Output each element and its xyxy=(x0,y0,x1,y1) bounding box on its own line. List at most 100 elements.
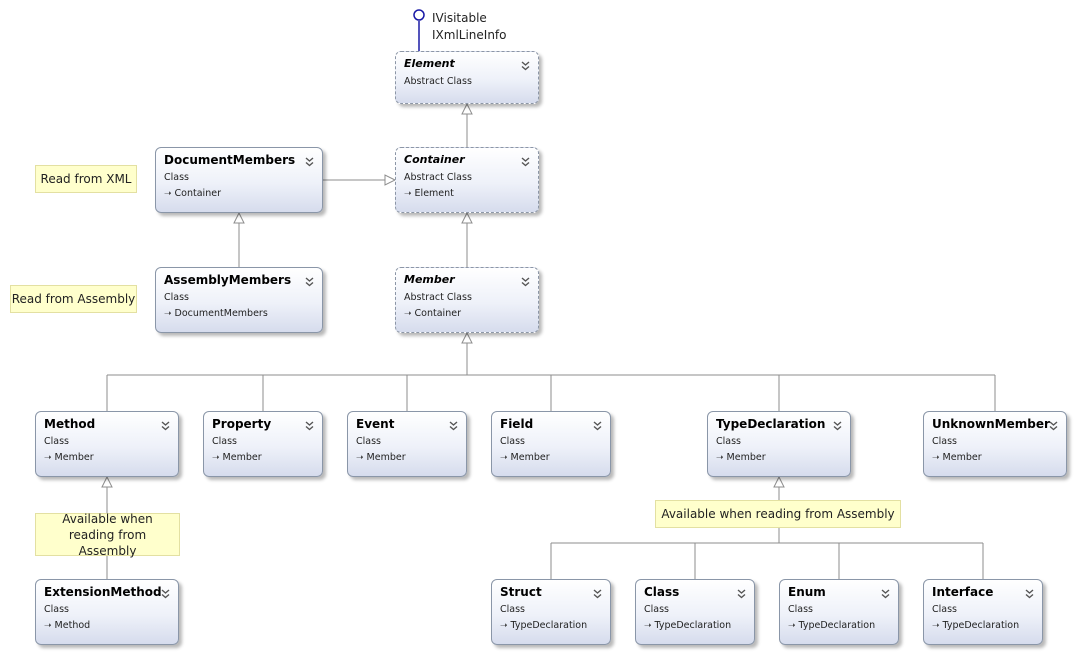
class-kind: Abstract Class xyxy=(404,292,472,303)
inherits-arrow-icon: ➝ xyxy=(404,189,412,199)
class-base: ➝Member xyxy=(500,452,550,463)
inheritance-arrowhead xyxy=(773,475,785,488)
base-class-name: TypeDeclaration xyxy=(654,620,732,631)
class-base: ➝TypeDeclaration xyxy=(500,620,587,631)
expand-chevron-icon[interactable] xyxy=(305,416,314,431)
inherits-arrow-icon: ➝ xyxy=(932,621,940,631)
class-base: ➝Member xyxy=(356,452,406,463)
class-name: Field xyxy=(500,417,534,431)
class-name: Event xyxy=(356,417,395,431)
inheritance-arrowhead xyxy=(461,102,473,115)
base-class-name: TypeDeclaration xyxy=(942,620,1020,631)
class-kind: Class xyxy=(164,292,189,303)
inheritance-arrowhead xyxy=(233,211,245,224)
class-kind: Class xyxy=(932,604,957,615)
base-class-name: DocumentMembers xyxy=(174,308,268,319)
base-class-name: Member xyxy=(366,452,406,463)
inherits-arrow-icon: ➝ xyxy=(404,309,412,319)
expand-chevron-icon[interactable] xyxy=(305,152,314,167)
base-class-name: Method xyxy=(54,620,91,631)
class-name: Member xyxy=(404,273,455,286)
base-class-name: Element xyxy=(414,188,454,199)
class-base: ➝TypeDeclaration xyxy=(644,620,731,631)
inherits-arrow-icon: ➝ xyxy=(164,189,172,199)
note-read-from-assembly: Read from Assembly xyxy=(10,285,137,313)
inheritance-arrowhead xyxy=(384,174,397,186)
class-kind: Class xyxy=(212,436,237,447)
base-class-name: Member xyxy=(510,452,550,463)
class-base: ➝TypeDeclaration xyxy=(788,620,875,631)
expand-chevron-icon[interactable] xyxy=(161,416,170,431)
base-class-name: Member xyxy=(726,452,766,463)
expand-chevron-icon[interactable] xyxy=(161,584,170,599)
expand-chevron-icon[interactable] xyxy=(881,584,890,599)
inherits-arrow-icon: ➝ xyxy=(212,453,220,463)
class-name: Element xyxy=(404,57,455,70)
inherits-arrow-icon: ➝ xyxy=(932,453,940,463)
note-method-availability: Available when reading from Assembly xyxy=(35,512,180,558)
expand-chevron-icon[interactable] xyxy=(1049,416,1058,431)
note-type-availability: Available when reading from Assembly xyxy=(655,500,901,528)
interface-lollipop-icon xyxy=(413,9,425,21)
class-kind: Class xyxy=(716,436,741,447)
inherits-arrow-icon: ➝ xyxy=(356,453,364,463)
expand-chevron-icon[interactable] xyxy=(593,416,602,431)
expand-chevron-icon[interactable] xyxy=(1025,584,1034,599)
class-kind: Abstract Class xyxy=(404,172,472,183)
inheritance-arrowhead xyxy=(101,475,113,488)
expand-chevron-icon[interactable] xyxy=(305,272,314,287)
inherits-arrow-icon: ➝ xyxy=(716,453,724,463)
inherits-arrow-icon: ➝ xyxy=(500,621,508,631)
class-base: ➝Member xyxy=(932,452,982,463)
class-base: ➝Element xyxy=(404,188,454,199)
class-kind: Class xyxy=(932,436,957,447)
interface-label-ixmllineinfo: IXmlLineInfo xyxy=(432,28,507,42)
expand-chevron-icon[interactable] xyxy=(521,152,530,167)
class-name: Interface xyxy=(932,585,994,599)
class-base: ➝TypeDeclaration xyxy=(932,620,1019,631)
class-base: ➝Container xyxy=(404,308,461,319)
inherits-arrow-icon: ➝ xyxy=(644,621,652,631)
class-kind: Abstract Class xyxy=(404,76,472,87)
expand-chevron-icon[interactable] xyxy=(521,272,530,287)
class-kind: Class xyxy=(164,172,189,183)
inherits-arrow-icon: ➝ xyxy=(500,453,508,463)
inherits-arrow-icon: ➝ xyxy=(164,309,172,319)
class-base: ➝DocumentMembers xyxy=(164,308,268,319)
expand-chevron-icon[interactable] xyxy=(593,584,602,599)
class-kind: Class xyxy=(356,436,381,447)
class-name: TypeDeclaration xyxy=(716,417,826,431)
expand-chevron-icon[interactable] xyxy=(737,584,746,599)
inherits-arrow-icon: ➝ xyxy=(44,621,52,631)
class-name: ExtensionMethod xyxy=(44,585,162,599)
expand-chevron-icon[interactable] xyxy=(833,416,842,431)
class-base: ➝Member xyxy=(44,452,94,463)
class-base: ➝Member xyxy=(716,452,766,463)
base-class-name: Member xyxy=(54,452,94,463)
class-name: Method xyxy=(44,417,96,431)
expand-chevron-icon[interactable] xyxy=(449,416,458,431)
class-kind: Class xyxy=(44,436,69,447)
class-name: Class xyxy=(644,585,680,599)
base-class-name: Container xyxy=(174,188,221,199)
class-name: AssemblyMembers xyxy=(164,273,292,287)
expand-chevron-icon[interactable] xyxy=(521,56,530,71)
